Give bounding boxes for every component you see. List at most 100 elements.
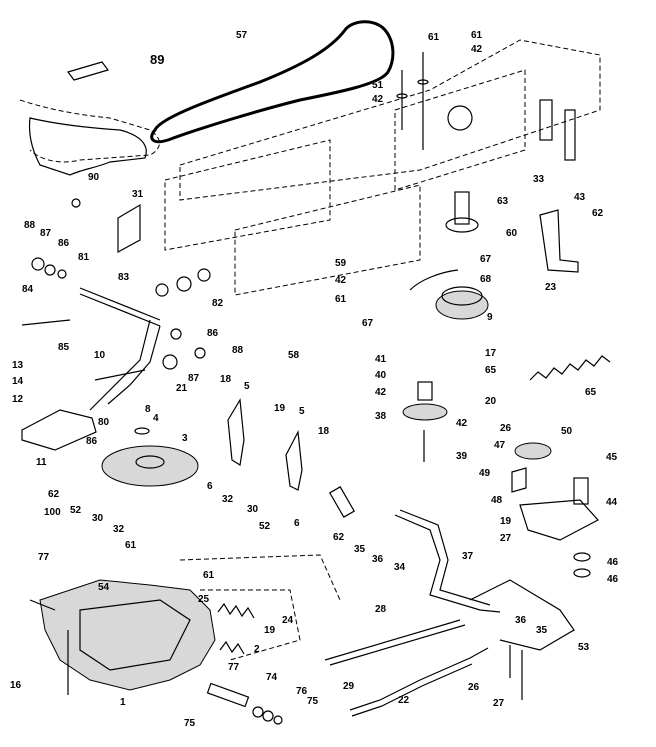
fender-body <box>28 117 147 176</box>
part-label-27b: 27 <box>493 698 505 709</box>
part-label-80: 80 <box>98 417 110 428</box>
washer-87 <box>44 264 56 276</box>
part-label-44: 44 <box>606 497 618 508</box>
part-label-76: 76 <box>296 686 308 697</box>
part-label-26a: 26 <box>500 423 512 434</box>
part-label-30b: 30 <box>247 504 259 515</box>
drive-dash-box <box>200 589 301 661</box>
part-label-50: 50 <box>561 426 573 437</box>
part-label-51: 51 <box>372 80 384 91</box>
bracket-31 <box>117 203 141 254</box>
part-label-38: 38 <box>375 411 387 422</box>
part-label-6a: 6 <box>207 481 213 492</box>
part-label-32b: 32 <box>222 494 234 505</box>
part-label-1: 1 <box>120 697 126 708</box>
shaft-74 <box>206 682 250 708</box>
part-label-39: 39 <box>456 451 468 462</box>
drive-belt <box>150 20 395 144</box>
part-label-54: 54 <box>98 582 110 593</box>
fender-outline <box>19 99 160 163</box>
part-label-10: 10 <box>94 350 106 361</box>
part-label-61a: 61 <box>428 32 440 43</box>
part-label-61e: 61 <box>203 570 215 581</box>
shaft-81b <box>79 293 161 327</box>
part-label-65b: 65 <box>585 387 597 398</box>
frame-slot-2 <box>564 109 576 161</box>
part-label-5a: 5 <box>244 381 250 392</box>
part-label-52a: 52 <box>70 505 82 516</box>
part-label-30a: 30 <box>92 513 104 524</box>
part-label-65a: 65 <box>485 365 497 376</box>
part-label-86c: 86 <box>86 436 98 447</box>
part-label-42b: 42 <box>372 94 384 105</box>
clutch-wire-68 <box>409 269 459 291</box>
bracket-49 <box>511 467 527 493</box>
clutch-rod-34b <box>399 509 491 606</box>
part-label-36b: 36 <box>515 615 527 626</box>
frame-top <box>179 39 601 201</box>
rod-22b <box>351 663 473 717</box>
part-label-35a: 35 <box>354 544 366 555</box>
nut-75b <box>262 710 274 722</box>
part-label-12: 12 <box>12 394 24 405</box>
nut-75c <box>273 715 283 725</box>
part-label-19a: 19 <box>274 403 286 414</box>
part-label-75a: 75 <box>307 696 319 707</box>
part-label-88a: 88 <box>24 220 36 231</box>
part-label-23: 23 <box>545 282 557 293</box>
part-label-67a: 67 <box>480 254 492 265</box>
washer-46b <box>573 568 591 578</box>
part-label-46a: 46 <box>607 557 619 568</box>
washer-86 <box>57 269 67 279</box>
rod-84 <box>21 319 71 326</box>
washer-46a <box>573 552 591 562</box>
part-label-86b: 86 <box>207 328 219 339</box>
part-label-67b: 67 <box>362 318 374 329</box>
part-label-46b: 46 <box>607 574 619 585</box>
washer-90 <box>71 198 81 208</box>
part-label-42c: 42 <box>335 275 347 286</box>
part-label-77a: 77 <box>38 552 50 563</box>
lever-8 <box>94 369 146 381</box>
pulley-3-hub <box>135 455 165 469</box>
part-label-40: 40 <box>375 370 387 381</box>
part-label-89: 89 <box>150 52 164 67</box>
part-label-61b: 61 <box>471 30 483 41</box>
part-label-45: 45 <box>606 452 618 463</box>
bracket-5a <box>227 398 245 466</box>
frame-side-rail-2 <box>234 184 421 296</box>
part-label-36a: 36 <box>372 554 384 565</box>
part-label-34: 34 <box>394 562 406 573</box>
part-label-29: 29 <box>343 681 355 692</box>
spacer-40 <box>417 381 433 401</box>
part-label-2: 2 <box>254 644 260 655</box>
pulley-47 <box>514 442 552 460</box>
clutch-9-top <box>441 286 483 306</box>
part-label-19c: 19 <box>264 625 276 636</box>
part-label-57: 57 <box>236 30 248 41</box>
part-label-24: 24 <box>282 615 294 626</box>
bracket-23 <box>539 209 579 273</box>
nut-75a <box>252 706 264 718</box>
part-label-60: 60 <box>506 228 518 239</box>
frame-side-rail <box>164 139 331 251</box>
part-label-16: 16 <box>10 680 22 691</box>
part-label-90: 90 <box>88 172 100 183</box>
part-label-88b: 88 <box>232 345 244 356</box>
part-label-13: 13 <box>12 360 24 371</box>
rod-28 <box>324 619 461 661</box>
bracket-80 <box>21 409 97 451</box>
axle-left <box>29 599 56 611</box>
part-label-3: 3 <box>182 433 188 444</box>
part-label-35b: 35 <box>536 625 548 636</box>
part-label-42a: 42 <box>471 44 483 55</box>
part-label-84: 84 <box>22 284 34 295</box>
part-label-87a: 87 <box>40 228 52 239</box>
frame-slot <box>539 99 553 141</box>
part-label-62c: 62 <box>333 532 345 543</box>
part-label-85: 85 <box>58 342 70 353</box>
idler-arm-48 <box>519 499 599 541</box>
part-label-11: 11 <box>36 457 47 468</box>
part-label-61c: 61 <box>335 294 347 305</box>
part-label-33: 33 <box>533 174 545 185</box>
